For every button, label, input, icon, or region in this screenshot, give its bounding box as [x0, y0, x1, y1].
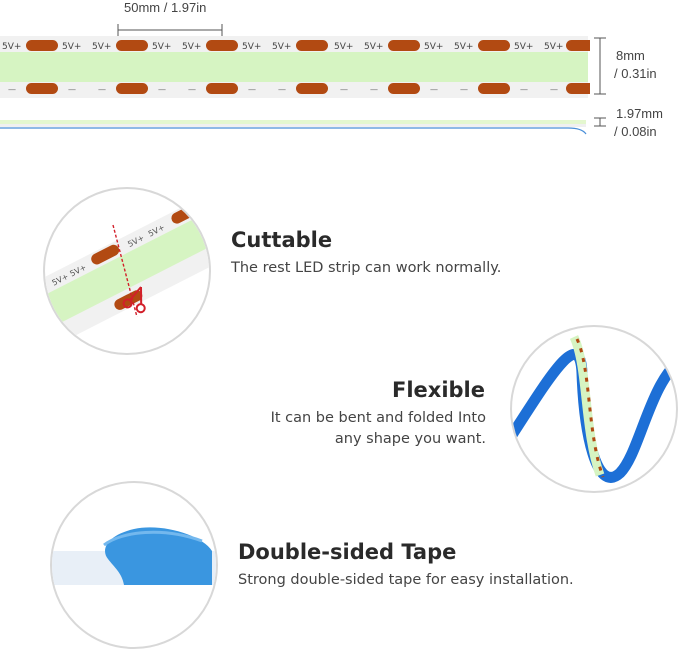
feature-desc-cuttable: The rest LED strip can work normally.: [231, 260, 502, 276]
segment-length-label: 50mm / 1.97in: [124, 0, 207, 15]
strip-pad-top: [566, 40, 590, 51]
strip-minus-label: —: [8, 85, 16, 94]
strip-pad-label: 5V+: [62, 42, 81, 52]
width-bracket: [594, 37, 606, 95]
strip-pad-top: [478, 40, 510, 51]
strip-pad-label: 5V+: [424, 42, 443, 52]
scissors-icon: [122, 286, 146, 314]
strip-pad-label: 5V+: [334, 42, 353, 52]
strip-pad-top: [388, 40, 420, 51]
feature-desc-tape: Strong double-sided tape for easy instal…: [238, 572, 574, 588]
feature-desc-flexible-line-2: any shape you want.: [334, 431, 486, 447]
thickness-value: 1.97mm: [616, 106, 663, 121]
cut-strip-diagram: 5V+ 5V+ 5V+ 5V+: [45, 189, 209, 353]
strip-pad-label: 5V+: [272, 42, 291, 52]
tape-diagram: [52, 527, 216, 585]
thickness-bracket: [594, 117, 606, 127]
led-strip-side-view: [0, 120, 587, 135]
strip-pad-top: [206, 40, 238, 51]
strip-pad-label: 5V+: [2, 42, 21, 52]
strip-pad-bottom: [478, 83, 510, 94]
strip-pad-bottom: [388, 83, 420, 94]
strip-minus-label: —: [98, 85, 106, 94]
feature-desc-flexible: It can be bent and folded Into any shape…: [234, 408, 486, 450]
segment-bracket: [117, 24, 223, 38]
strip-minus-label: —: [520, 85, 528, 94]
strip-minus-label: —: [460, 85, 468, 94]
strip-pad-label: 5V+: [182, 42, 201, 52]
strip-pad-bottom: [296, 83, 328, 94]
strip-pad-bottom: [206, 83, 238, 94]
strip-minus-label: —: [188, 85, 196, 94]
feature-title-tape: Double-sided Tape: [238, 540, 457, 564]
feature-title-cuttable: Cuttable: [231, 228, 333, 252]
strip-minus-label: —: [68, 85, 76, 94]
strip-pad-top: [26, 40, 58, 51]
strip-pad-label: 5V+: [454, 42, 473, 52]
strip-minus-label: —: [370, 85, 378, 94]
strip-pad-bottom: [26, 83, 58, 94]
strip-minus-label: —: [248, 85, 256, 94]
flexible-illustration: [510, 325, 678, 493]
strip-minus-label: —: [430, 85, 438, 94]
strip-pad-label: 5V+: [92, 42, 111, 52]
strip-pad-bottom: [116, 83, 148, 94]
strip-minus-label: —: [550, 85, 558, 94]
strip-pad-label: 5V+: [514, 42, 533, 52]
strip-pad-top: [116, 40, 148, 51]
feature-title-flexible: Flexible: [392, 378, 486, 402]
led-strip-top-view: 5V+ — 5V+ — 5V+ — 5V+ — 5V+ — 5V+ — 5V+ — 5V+ — 5V+ — 5V+ —…: [0, 36, 590, 98]
strip-pad-top: [296, 40, 328, 51]
strip-pad-label: 5V+: [544, 42, 563, 52]
width-value: 8mm: [616, 48, 645, 63]
strip-minus-label: —: [158, 85, 166, 94]
tape-illustration: [50, 481, 218, 649]
strip-pad-label: 5V+: [152, 42, 171, 52]
strip-minus-label: —: [278, 85, 286, 94]
bent-strip-diagram: [512, 335, 676, 483]
cuttable-illustration: 5V+ 5V+ 5V+ 5V+: [43, 187, 211, 355]
width-imperial: / 0.31in: [614, 66, 657, 81]
feature-desc-flexible-line-1: It can be bent and folded Into: [270, 410, 486, 426]
strip-pad-label: 5V+: [364, 42, 383, 52]
cut-line: [112, 224, 138, 318]
thickness-imperial: / 0.08in: [614, 124, 657, 139]
strip-pad-bottom: [566, 83, 590, 94]
strip-pad-label: 5V+: [242, 42, 261, 52]
strip-minus-label: —: [340, 85, 348, 94]
